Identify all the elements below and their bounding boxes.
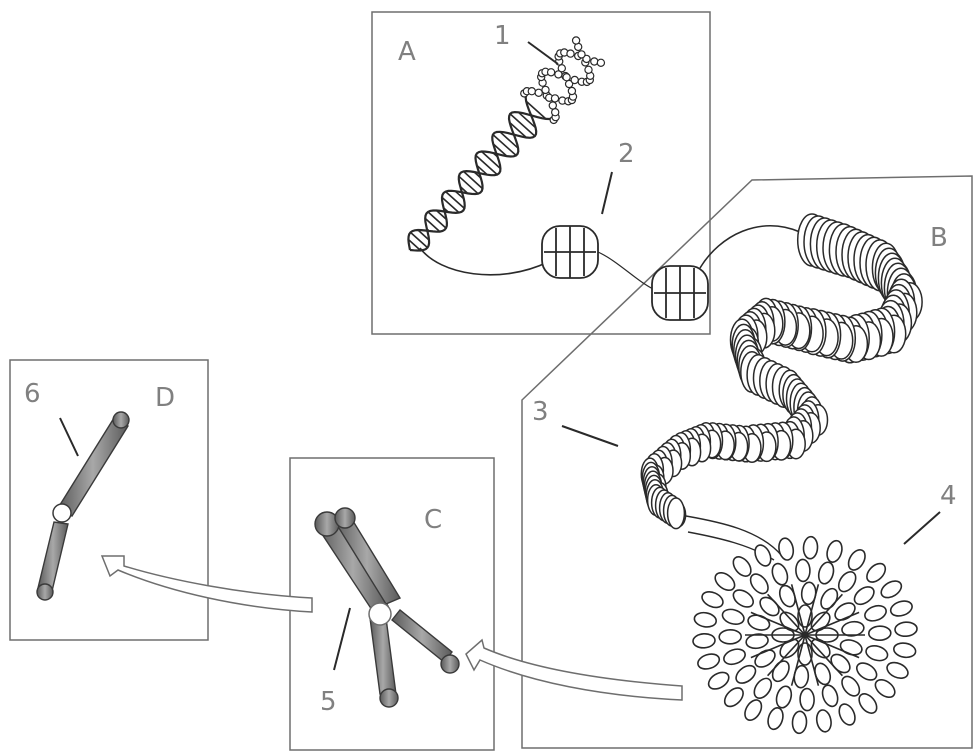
callout-6: 6 (24, 379, 41, 409)
nucleotide-bead (548, 69, 555, 76)
chromatin-loop (863, 603, 888, 624)
chromatin-loop (719, 629, 741, 644)
chromatin-loop (730, 587, 756, 611)
callout-5: 5 (320, 687, 337, 717)
panel-c-label: C (424, 505, 442, 535)
chromatin-loop (838, 673, 863, 699)
base-pair (428, 212, 446, 228)
chromatin-loop (696, 651, 721, 671)
nucleotide-bead (549, 102, 556, 109)
dna-strand-1 (410, 95, 536, 250)
panel-d-label: D (155, 383, 175, 413)
chromatin-loop (836, 702, 858, 728)
chromatin-loop (752, 647, 778, 671)
chromatin-loop (854, 660, 880, 684)
chromatin-loop (722, 646, 747, 667)
chromatin-loop (742, 697, 765, 723)
chromatin-loop (693, 633, 716, 648)
callout-3: 3 (532, 397, 549, 427)
chromatin-loop (733, 662, 759, 687)
chromatin-loop (751, 675, 775, 701)
chromatin-loop (800, 688, 815, 710)
chromatin-loop (835, 569, 859, 595)
fiber-disc (668, 498, 685, 529)
chromatin-loop (816, 560, 836, 585)
nucleotide-bead (585, 66, 592, 73)
chromatin-loop (845, 547, 868, 573)
chromatin-loop (885, 660, 911, 682)
nucleotide-bead (567, 50, 574, 57)
panel-b-label: B (930, 223, 948, 253)
chromatin-loop (721, 607, 746, 627)
chromatin-loop (747, 571, 772, 597)
arrow-b-to-c (466, 640, 682, 700)
nucleotide-bead (573, 37, 580, 44)
chromatin-loop (796, 559, 811, 581)
chromatin-loop (820, 683, 841, 708)
chromatin-loop (889, 598, 914, 618)
chromatin-fiber (641, 214, 922, 529)
chromatin-loop (856, 691, 881, 717)
chromatin-loop (700, 589, 726, 611)
linker-dna-a (420, 248, 548, 275)
chromatin-loop (815, 709, 833, 733)
nucleotide-bead (551, 95, 558, 102)
chromatin-loop (712, 569, 738, 594)
chromatin-loop (851, 583, 877, 608)
callout-2: 2 (618, 139, 635, 169)
chromatin-loop (752, 543, 774, 569)
chromatin-loop (706, 669, 732, 692)
chromatin-loop (803, 536, 818, 559)
nucleotide-bead (571, 76, 578, 83)
base-pair (411, 232, 428, 247)
centromere (53, 504, 71, 522)
nucleotide-bead (528, 88, 535, 95)
looped-chromatin-cluster (693, 536, 918, 733)
nucleotide-bead (591, 58, 598, 65)
arrow-c-to-d (102, 556, 312, 612)
panel-a-label: A (398, 37, 416, 67)
base-pair-rungs (408, 101, 546, 250)
linker-dna-ab (598, 252, 660, 292)
chromatin-loop (825, 539, 845, 564)
chromatin-loop (864, 643, 889, 663)
chromatin-loop (730, 554, 755, 580)
linker-dna-b (700, 226, 800, 268)
nucleotide-bead (568, 87, 575, 94)
chromatin-loop (774, 684, 794, 709)
dna-double-helix (408, 37, 604, 251)
chromatin-loop (863, 560, 888, 585)
nucleotide-bead (542, 86, 549, 93)
nucleosome-icon (652, 266, 708, 320)
nucleosome-icon (542, 226, 598, 278)
nucleotide-bead (563, 74, 570, 81)
nucleotide-bead (597, 59, 604, 66)
chromatin-loop (895, 621, 918, 636)
chromatin-loop (878, 578, 904, 601)
centromere (369, 603, 391, 625)
chromatin-loop (869, 626, 891, 641)
chromatin-loop (770, 561, 791, 586)
chromatin-loop (766, 706, 786, 731)
chromatin-loop (693, 611, 717, 629)
nucleotide-beads (521, 37, 605, 124)
chromatin-loop (792, 711, 807, 734)
nucleotide-bead (535, 89, 542, 96)
chromatin-loop (832, 600, 858, 624)
nucleotide-bead (578, 51, 585, 58)
chromatin-loop (872, 676, 898, 701)
chromatin-loop (893, 641, 917, 659)
callout-4: 4 (940, 481, 957, 511)
chromatin-loop (777, 537, 795, 561)
nucleotide-bead (558, 65, 565, 72)
callout-1: 1 (494, 21, 511, 51)
chromatin-loop (721, 684, 746, 709)
